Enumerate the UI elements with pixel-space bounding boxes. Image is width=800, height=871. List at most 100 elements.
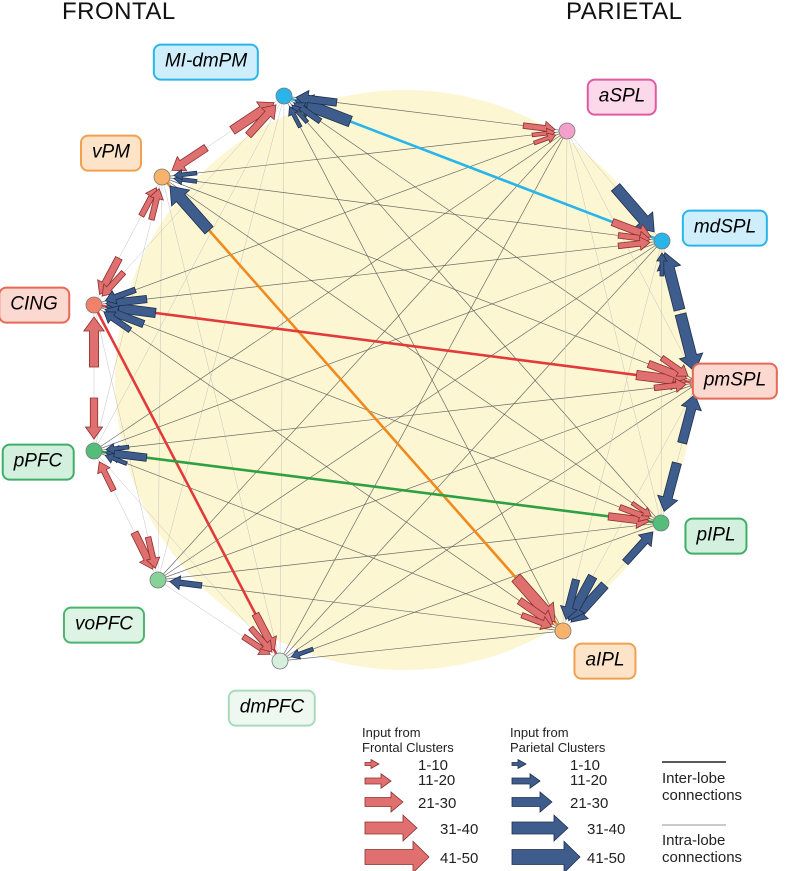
arrow-CING-to-MI-dmPM [245, 104, 277, 139]
legend-frontal-title: Input from Frontal Clusters [362, 725, 454, 756]
legend-frontal-arrow-4 [364, 814, 418, 842]
legend-parietal-title-line2: Parietal Clusters [510, 739, 606, 755]
arrow-voPFC-to-pPFC [97, 461, 117, 493]
inter-lobe-connection-pPFC-mdSPL [93, 240, 663, 452]
arrow-pPFC-to-pmSPL [653, 378, 687, 394]
inter-lobe-connection-pPFC-aIPL [93, 450, 564, 632]
arrow-pmSPL-to-pPFC [105, 442, 130, 455]
legend-parietal-arrow-3 [511, 791, 553, 813]
cluster-label-mdSPL: mdSPL [681, 209, 769, 247]
inter-lobe-connection-dmPFC-mdSPL [279, 240, 663, 662]
legend-inter-lobe-label: Inter-lobe connections [662, 770, 742, 805]
cluster-dot-pIPL [652, 514, 670, 532]
arrow-pIPL-to-pmSPL [677, 393, 702, 445]
arrow-CING-to-pPFC [84, 397, 104, 440]
inter-lobe-connection-voPFC-aSPL [157, 130, 568, 581]
arrow-pIPL-to-mdSPL [656, 252, 668, 277]
arrow-MI-dmPM-to-pmSPL [659, 355, 689, 377]
highlight-connection-CING-dmPFC [92, 304, 282, 662]
arrow-aIPL-to-voPFC [169, 575, 203, 591]
arrow-aIPL-to-pIPL [622, 531, 654, 566]
inter-lobe-connection-voPFC-aIPL [157, 579, 564, 632]
inter-lobe-connection-MI-dmPM-pIPL [283, 95, 662, 524]
legend-frontal-title-line1: Input from [362, 725, 421, 740]
intra-lobe-connection-MI-dmPM-pPFC [93, 95, 285, 452]
legend-frontal-bin-5: 41-50 [440, 850, 479, 867]
legend-parietal-bin-4: 31-40 [587, 821, 626, 838]
cluster-dot-pPFC [85, 442, 103, 460]
connectivity-circle-background [115, 90, 695, 670]
legend-parietal-bin-3: 21-30 [570, 795, 609, 812]
inter-lobe-connection-dmPFC-pIPL [279, 522, 662, 662]
inter-lobe-connection-CING-pIPL [93, 304, 662, 524]
intra-lobe-connection-MI-dmPM-voPFC [157, 95, 285, 581]
legend-intra-lobe-label: Intra-lobe connections [662, 832, 742, 867]
inter-lobe-connection-voPFC-pmSPL [157, 382, 699, 581]
cluster-label-vPM: vPM [80, 134, 142, 172]
legend-frontal-arrow-3 [364, 791, 404, 813]
inter-lobe-connection-pPFC-pmSPL [93, 382, 699, 452]
legend-inter-lobe-line2: connections [662, 787, 743, 805]
highlight-connection-CING-pmSPL [93, 303, 699, 385]
cluster-dot-voPFC [149, 571, 167, 589]
frontal-lobe-title: FRONTAL [62, 0, 176, 25]
legend-frontal-arrow-2 [364, 773, 392, 789]
arrow-CING-to-voPFC [144, 536, 161, 569]
cluster-label-dmPFC: dmPFC [227, 689, 317, 727]
legend-parietal-arrow-5 [511, 840, 581, 871]
inter-lobe-connection-dmPFC-aIPL [279, 630, 564, 662]
arrow-aSPL-to-vPM [173, 168, 198, 181]
legend-frontal-bin-3: 21-30 [418, 795, 457, 812]
inter-lobe-connection-MI-dmPM-pmSPL [283, 95, 699, 384]
cluster-dot-dmPFC [271, 652, 289, 670]
arrow-aIPL-to-vPM [169, 185, 214, 235]
inter-lobe-connection-CING-aSPL [93, 130, 568, 306]
arrow-MI-dmPM-to-vPM [171, 144, 209, 172]
legend-parietal-arrow-1 [511, 758, 527, 770]
inter-lobe-connection-CING-mdSPL [93, 240, 663, 306]
intra-lobe-connection-aSPL-pmSPL [566, 130, 699, 384]
highlight-connection-pPFC-pIPL [93, 449, 662, 525]
legend-parietal-title: Input from Parietal Clusters [510, 725, 606, 756]
arrow-aIPL-to-MI-dmPM [288, 105, 303, 129]
cluster-label-pIPL: pIPL [684, 517, 748, 555]
inter-lobe-connection-voPFC-pIPL [157, 522, 662, 581]
arrow-pIPL-to-dmPFC [290, 646, 315, 660]
inter-lobe-connection-vPM-pmSPL [161, 176, 699, 384]
arrow-CING-to-aSPL [532, 132, 557, 146]
inter-lobe-connection-vPM-aSPL [161, 130, 568, 178]
cluster-label-pmSPL: pmSPL [691, 362, 779, 400]
legend-intra-lobe-line1: Intra-lobe [662, 832, 726, 849]
arrow-pPFC-to-dmPFC [248, 625, 273, 653]
cluster-label-voPFC: voPFC [62, 606, 146, 644]
legend-frontal-bin-2: 11-20 [418, 772, 456, 789]
inter-lobe-connection-vPM-mdSPL [161, 176, 663, 242]
arrow-pmSPL-to-pIPL [657, 461, 682, 513]
intra-lobe-connection-pPFC-dmPFC [93, 450, 281, 662]
cluster-dot-aIPL [554, 622, 572, 640]
cluster-label-CING: CING [0, 286, 70, 324]
inter-lobe-connection-MI-dmPM-aIPL [283, 95, 564, 632]
legend-frontal-arrow-5 [364, 840, 430, 871]
arrow-pPFC-to-aIPL [520, 612, 553, 631]
arrow-pPFC-to-CING [83, 316, 105, 368]
inter-lobe-connection-CING-aIPL [93, 304, 564, 632]
arrow-aIPL-to-CING [103, 311, 133, 333]
intra-lobe-connection-vPM-dmPFC [161, 176, 281, 662]
intra-lobe-connection-aSPL-aIPL [562, 130, 568, 632]
arrow-CING-to-mdSPL [617, 236, 651, 252]
legend-graphics [364, 758, 726, 871]
legend-parietal-bin-1: 1-10 [570, 757, 601, 774]
cluster-label-pPFC: pPFC [1, 443, 75, 481]
cluster-dot-CING [85, 296, 103, 314]
legend-frontal-bin-1: 1-10 [418, 757, 449, 774]
intra-lobe-connection-CING-voPFC [93, 304, 159, 581]
legend-inter-lobe-line1: Inter-lobe [662, 770, 726, 787]
intra-lobe-connection-mdSPL-aIPL [562, 240, 663, 632]
highlight-connections [92, 94, 699, 662]
intra-lobe-connection-MI-dmPM-dmPFC [279, 95, 285, 662]
arrow-pPFC-to-vPM [148, 187, 164, 221]
inter-lobe-connection-vPM-pIPL [161, 176, 662, 524]
legend-intra-lobe-line2: connections [662, 849, 743, 867]
legend-frontal-title-line2: Frontal Clusters [362, 739, 454, 755]
